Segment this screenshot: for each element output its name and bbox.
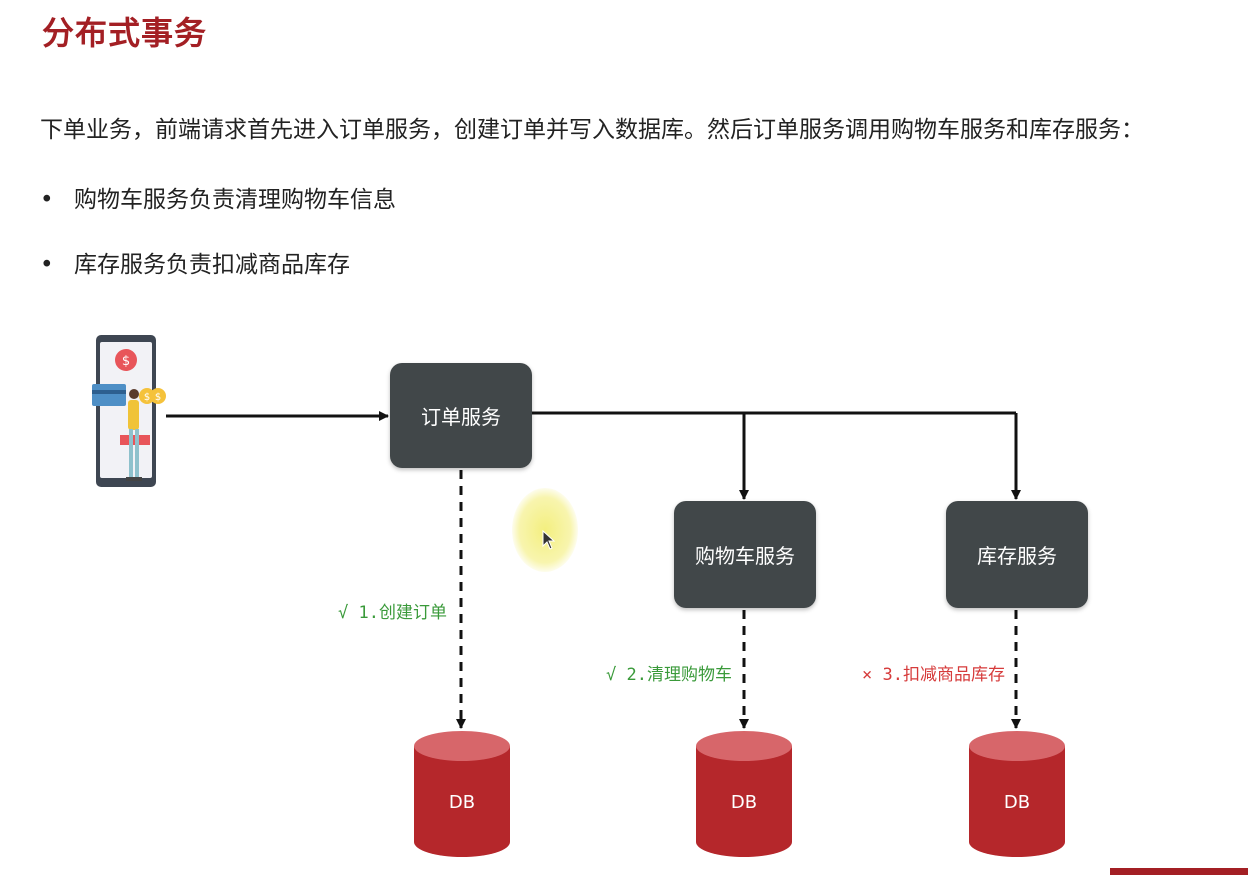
database-icon — [969, 731, 1065, 857]
database-icon — [414, 731, 510, 857]
bullet-cart: • 购物车服务负责清理购物车信息 — [40, 180, 396, 214]
intro-text: 下单业务，前端请求首先进入订单服务，创建订单并写入数据库。然后订单服务调用购物车… — [40, 117, 1144, 143]
cursor-highlight — [512, 488, 578, 572]
bullet-stock: • 库存服务负责扣减商品库存 — [40, 245, 350, 279]
mouse-pointer-icon — [542, 530, 556, 550]
db-label: DB — [1003, 792, 1031, 813]
svg-text:$: $ — [155, 392, 161, 403]
stock-service-box: 库存服务 — [946, 501, 1088, 608]
svg-text:$: $ — [122, 354, 130, 369]
db-label: DB — [730, 792, 758, 813]
footer-accent-bar — [1110, 868, 1248, 875]
bullet-dot: • — [40, 252, 54, 278]
cart-service-box: 购物车服务 — [674, 501, 816, 608]
database-icon — [696, 731, 792, 857]
step-create-order: √ 1.创建订单 — [338, 603, 447, 623]
svg-text:$: $ — [144, 392, 150, 403]
stock-db: DB — [968, 730, 1066, 858]
cart-db: DB — [695, 730, 793, 858]
slide-title: 分布式事务 — [42, 14, 208, 52]
bullet-text: 库存服务负责扣减商品库存 — [74, 252, 350, 278]
order-service-box: 订单服务 — [390, 363, 532, 468]
order-db: DB — [413, 730, 511, 858]
step-clear-cart: √ 2.清理购物车 — [606, 665, 732, 685]
step-deduct-stock: × 3.扣减商品库存 — [862, 665, 1005, 685]
mobile-payment-user-icon: $ $ $ — [92, 335, 166, 487]
db-label: DB — [448, 792, 476, 813]
bullet-dot: • — [40, 187, 54, 213]
bullet-text: 购物车服务负责清理购物车信息 — [74, 187, 396, 213]
